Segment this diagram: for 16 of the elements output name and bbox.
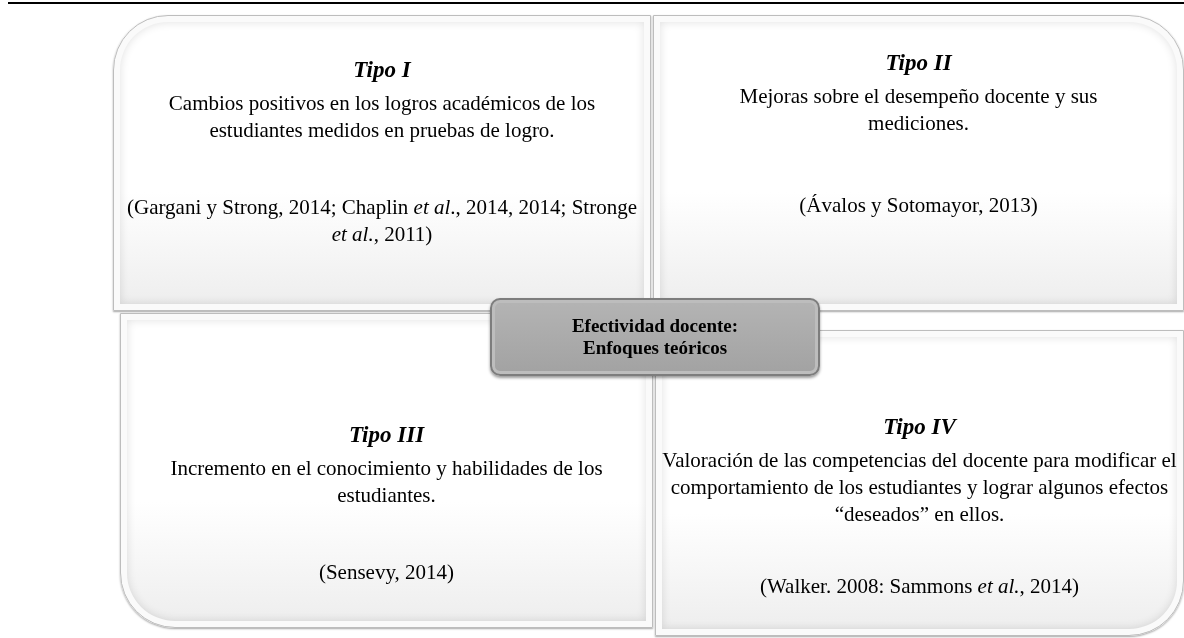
type-heading: Tipo II: [885, 49, 952, 77]
description-text: Cambios positivos en los logros académicos de los estudiantes medidos en pruebas de logro.: [167, 90, 597, 144]
title-box: [490, 298, 820, 376]
citation-text: (Sensevy, 2014): [318, 559, 455, 586]
citation-text: (Gargani y Strong, 2014; Chaplin et al., 2014, 2014; Stronge et al., 2011): [126, 194, 638, 248]
description-text: Valoración de las competencias del docente para modificar el comportamiento de los estudiantes y lograr algunos efectos “deseados” en ellos.: [662, 447, 1177, 528]
citation-text: (Walker. 2008: Sammons et al., 2014): [759, 573, 1080, 600]
citation-text: (Ávalos y Sotomayor, 2013): [799, 192, 1038, 219]
title-text: Efectividad docente: Enfoques teóricos: [570, 315, 740, 359]
quadrant-panel: [653, 15, 1184, 311]
quadrant-panel: [113, 15, 651, 311]
type-heading: Tipo I: [353, 56, 411, 84]
description-text: Incremento en el conocimiento y habilidades de los estudiantes.: [169, 455, 604, 509]
type-heading: Tipo III: [348, 421, 425, 449]
type-heading: Tipo IV: [883, 413, 956, 441]
description-text: Mejoras sobre el desempeño docente y sus mediciones.: [738, 83, 1099, 137]
